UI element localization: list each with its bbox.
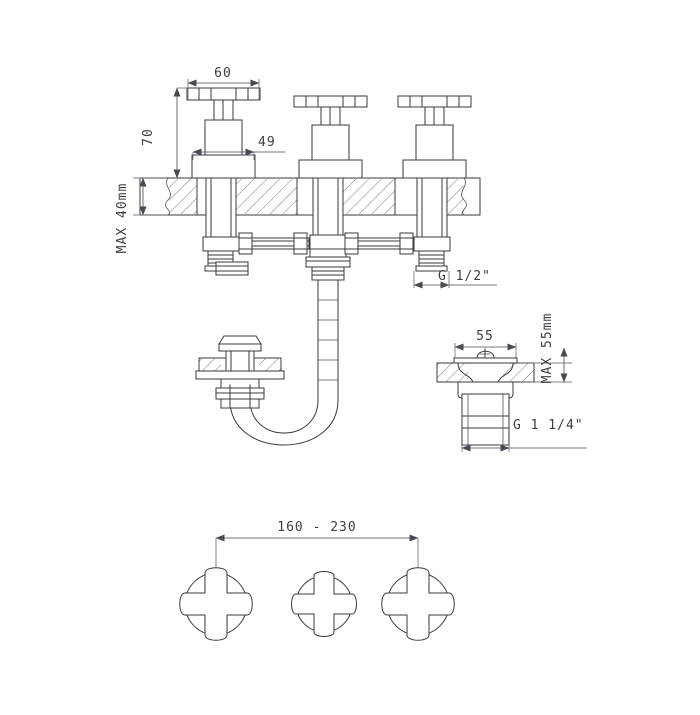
callout-waste-thread: G 1 1/4" xyxy=(461,418,587,452)
dimension-body-width: 49 xyxy=(192,135,285,160)
dimension-max55-label: MAX 55mm xyxy=(540,313,555,384)
handle-middle-crossview xyxy=(293,95,368,108)
dimension-waste-flange-width: 55 xyxy=(454,329,517,358)
valve-body-middle xyxy=(311,124,350,161)
outlet-union-middle xyxy=(309,248,347,258)
valve-flange-right xyxy=(402,159,467,179)
elevation-view: 60 70 49 MAX 40mm G 1/2" xyxy=(115,66,497,446)
dimension-160-230-label: 160 - 230 xyxy=(277,520,356,535)
dimension-max40-label: MAX 40mm xyxy=(115,183,130,254)
handle-right-crossview xyxy=(397,95,472,108)
break-line-right xyxy=(461,177,467,216)
handle-plan-middle xyxy=(291,571,357,637)
valve-body-right xyxy=(415,124,454,161)
callout-g-1-1-4-label: G 1 1/4" xyxy=(513,418,584,433)
callout-g-half-inch-label: G 1/2" xyxy=(438,269,491,284)
union-nut-4 xyxy=(399,232,414,255)
spare-bushing-detail xyxy=(215,261,249,276)
valve-body-left xyxy=(204,119,243,156)
valve-flange-left xyxy=(191,154,256,179)
dimension-waste-deck-max: MAX 55mm xyxy=(520,313,572,384)
plan-view: 160 - 230 xyxy=(179,520,455,641)
dimension-55-label: 55 xyxy=(476,329,494,344)
break-line-left xyxy=(165,177,171,216)
handle-plan-right xyxy=(381,567,455,641)
callout-inlet-thread: G 1/2" xyxy=(413,269,497,289)
dimension-70-label: 70 xyxy=(141,128,156,146)
dimension-spindle-height: 70 xyxy=(141,87,188,179)
valve-flange-middle xyxy=(298,159,363,179)
valve-assembly-middle xyxy=(293,95,368,281)
valve-assembly-right xyxy=(397,95,472,272)
dimension-handle-width: 60 xyxy=(187,66,260,100)
dimension-49-label: 49 xyxy=(258,135,276,150)
handle-left-sideview xyxy=(186,87,261,101)
dimension-60-label: 60 xyxy=(214,66,232,81)
handle-plan-left xyxy=(179,567,253,641)
union-nut-2 xyxy=(293,232,308,255)
popup-lever-assembly xyxy=(195,335,285,409)
connecting-pipework xyxy=(238,232,414,255)
waste-detail-view: 55 MAX 55mm G 1 1/4" xyxy=(436,313,587,452)
union-nut-1 xyxy=(238,232,253,255)
union-nut-3 xyxy=(344,232,359,255)
dimension-deck-thickness: MAX 40mm xyxy=(115,177,168,254)
